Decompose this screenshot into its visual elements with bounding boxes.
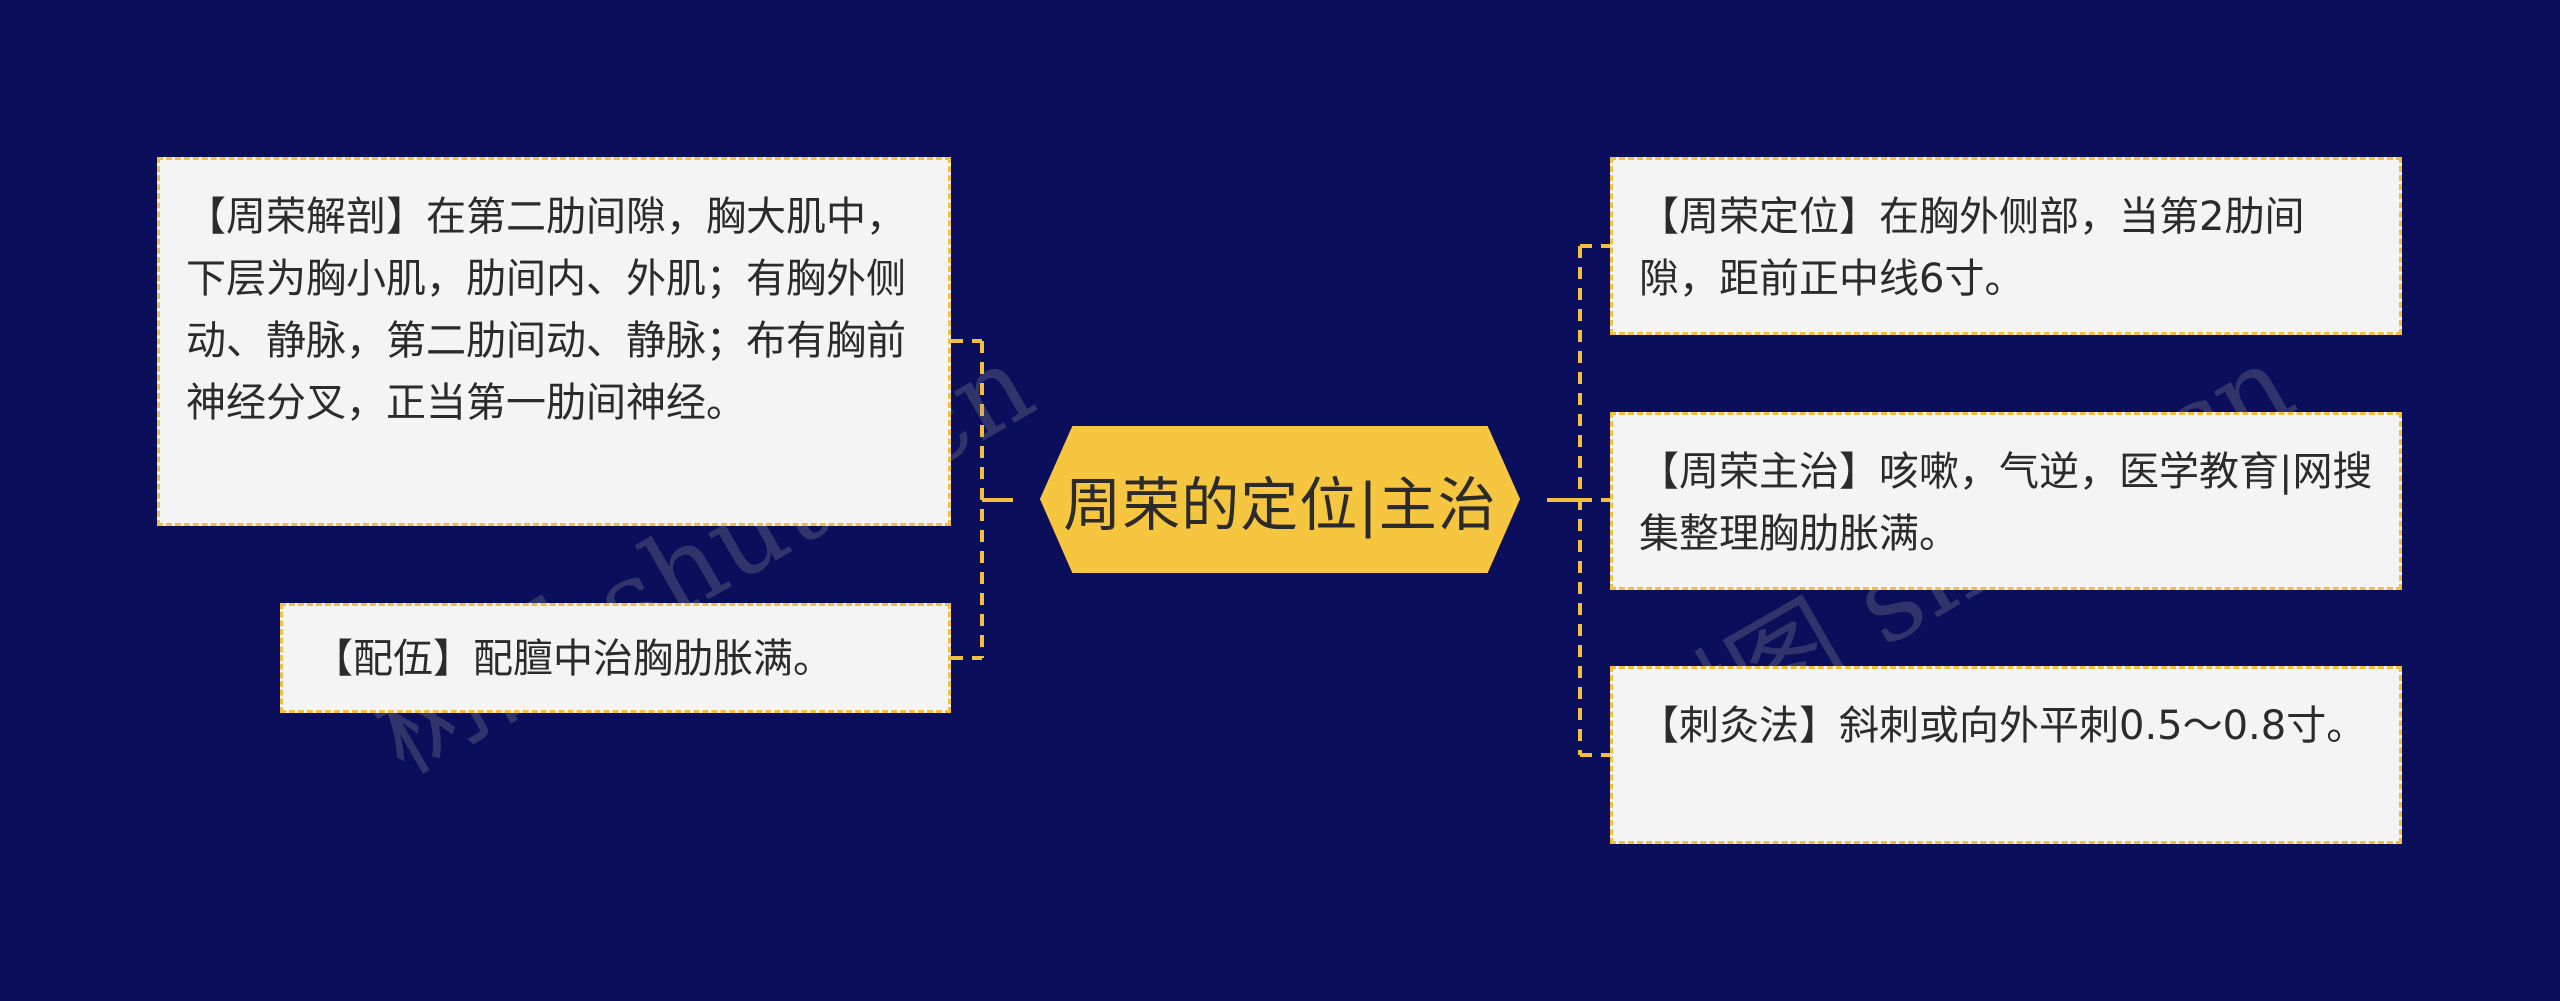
center-title: 周荣的定位|主治	[1063, 470, 1497, 539]
node-pairing-text: 【配伍】配膻中治胸肋胀满。	[313, 636, 833, 682]
node-indication-text: 【周荣主治】咳嗽，气逆，医学教育|网搜集整理胸肋胀满。	[1639, 449, 2373, 557]
node-acupuncture-text: 【刺灸法】斜刺或向外平刺0.5～0.8寸。	[1639, 703, 2367, 749]
center-hexagon	[1039, 426, 1521, 573]
node-location[interactable]: 【周荣定位】在胸外侧部，当第2肋间隙，距前正中线6寸。	[1610, 157, 2402, 335]
center-node[interactable]: 周荣的定位|主治	[1013, 423, 1547, 576]
node-acupuncture[interactable]: 【刺灸法】斜刺或向外平刺0.5～0.8寸。	[1610, 666, 2402, 844]
node-location-text: 【周荣定位】在胸外侧部，当第2肋间隙，距前正中线6寸。	[1639, 194, 2305, 302]
node-anatomy[interactable]: 【周荣解剖】在第二肋间隙，胸大肌中，下层为胸小肌，肋间内、外肌；有胸外侧动、静脉…	[157, 157, 951, 526]
node-indication[interactable]: 【周荣主治】咳嗽，气逆，医学教育|网搜集整理胸肋胀满。	[1610, 412, 2402, 590]
node-anatomy-text: 【周荣解剖】在第二肋间隙，胸大肌中，下层为胸小肌，肋间内、外肌；有胸外侧动、静脉…	[186, 194, 906, 426]
node-pairing[interactable]: 【配伍】配膻中治胸肋胀满。	[280, 603, 951, 713]
